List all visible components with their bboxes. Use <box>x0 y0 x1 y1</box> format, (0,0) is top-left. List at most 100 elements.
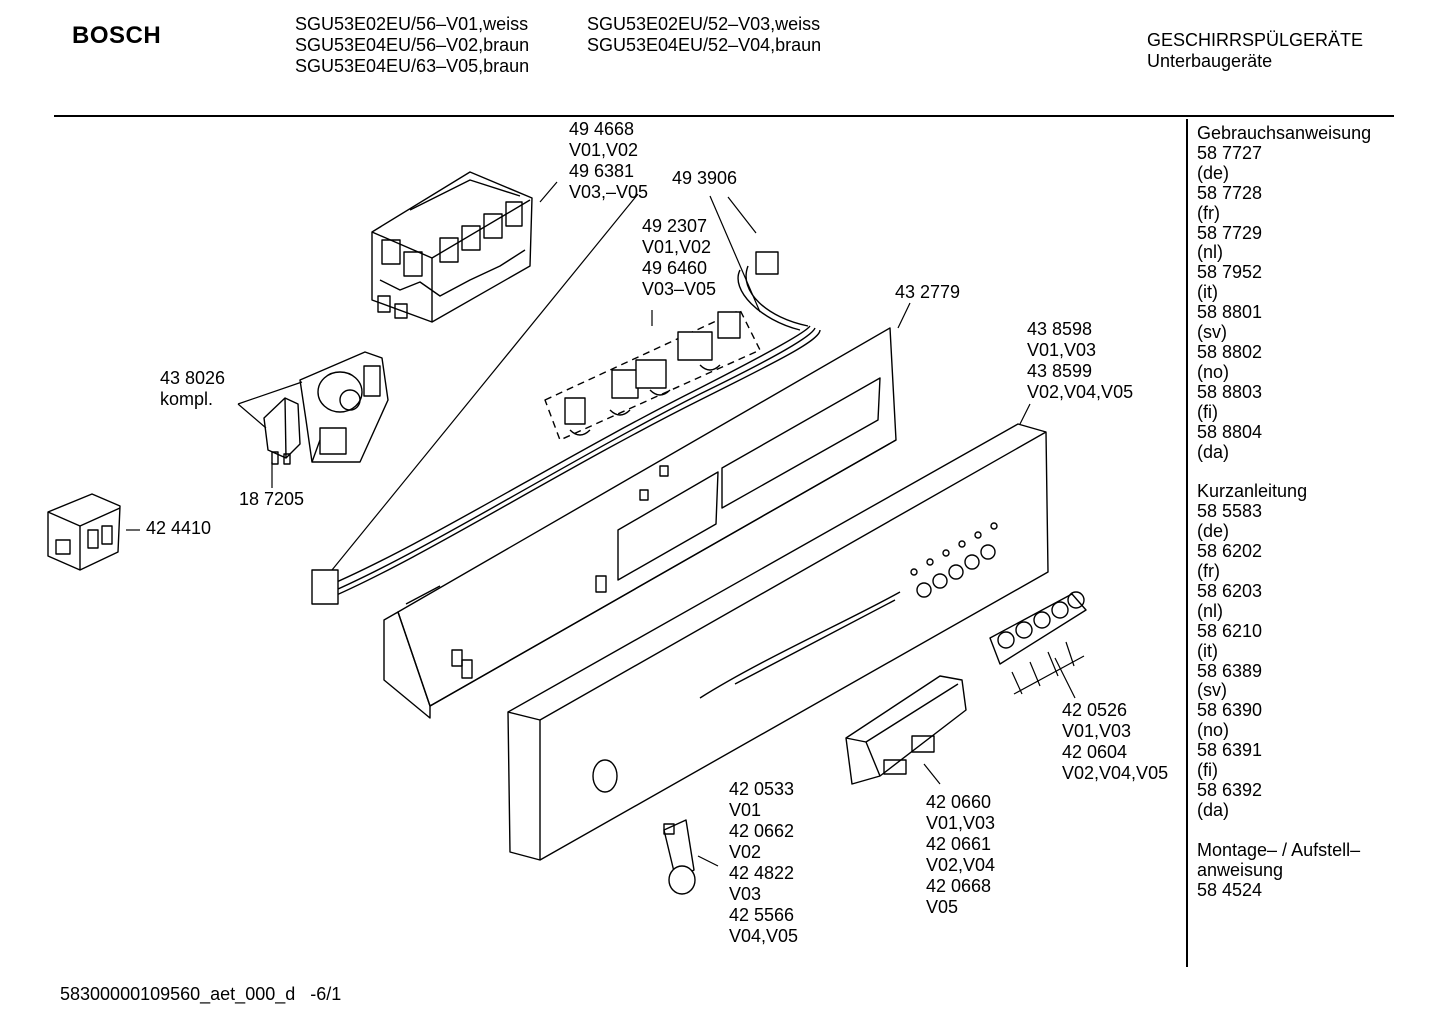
doc-line: (nl) <box>1197 242 1223 263</box>
doc-line: 58 8803 <box>1197 381 1263 402</box>
callout-relay: 42 4410 <box>146 518 211 539</box>
callout-line: V03–V05 <box>642 279 717 299</box>
callout-connectors: 49 2307 V01,V02 49 6460 V03–V05 <box>642 216 716 300</box>
callout-line: 42 0660 <box>926 792 992 812</box>
knob-part <box>663 819 696 895</box>
callout-control-module: 49 4668 V01,V02 49 6381 V03,–V05 <box>569 119 648 203</box>
callout-line: V01 <box>729 800 762 820</box>
doc-line: 58 8801 <box>1197 302 1263 323</box>
callout-line: 43 2779 <box>895 282 961 302</box>
doc-line: (nl) <box>1197 600 1223 621</box>
callout-knob: 42 0533 V01 42 0662 V02 42 4822 V03 42 5… <box>729 779 798 947</box>
callout-line: 42 4410 <box>146 518 212 538</box>
callout-line: V02,V04,V05 <box>1062 763 1169 783</box>
callout-line: 43 8026 <box>160 368 226 388</box>
front-panel-part <box>507 423 1049 861</box>
callout-line: V05 <box>926 897 959 917</box>
doc-line: (de) <box>1197 521 1230 542</box>
doc-heading: Kurzanleitung <box>1197 481 1308 502</box>
doc-line: (de) <box>1197 162 1230 183</box>
document-id: 58300000109560_aet_000_d <box>60 984 296 1004</box>
callout-microswitch: 18 7205 <box>239 489 304 510</box>
model-line: SGU53E02EU/56–V01,weiss <box>295 14 529 34</box>
callout-line: 49 4668 <box>569 119 635 139</box>
category-title: GESCHIRRSPÜLGERÄTE <box>1147 30 1364 50</box>
callout-front-panel: 43 8598 V01,V03 43 8599 V02,V04,V05 <box>1027 319 1133 403</box>
doc-line: (sv) <box>1197 322 1227 343</box>
doc-group-kurzanleitung: Kurzanleitung 58 5583 (de) 58 6202 (fr) … <box>1197 482 1437 820</box>
doc-line: (fi) <box>1197 760 1218 781</box>
callout-cable: 49 3906 <box>672 168 737 189</box>
doc-line: (it) <box>1197 282 1218 303</box>
callout-line: 49 3906 <box>672 168 738 188</box>
brand-logo: BOSCH <box>72 22 162 49</box>
callout-line: 43 8598 <box>1027 319 1093 339</box>
doc-line: 58 5583 <box>1197 501 1263 522</box>
doc-line: (da) <box>1197 799 1230 820</box>
buttons-part <box>989 591 1087 665</box>
control-module-part <box>371 171 533 323</box>
model-line: SGU53E04EU/56–V02,braun <box>295 35 530 55</box>
doc-line: (fi) <box>1197 401 1218 422</box>
doc-group-montage: Montage– / Aufstell– anweisung 58 4524 <box>1197 839 1437 901</box>
callout-line: 42 0662 <box>729 821 795 841</box>
panel-frame-part <box>383 327 897 719</box>
connectors-part <box>544 309 761 441</box>
callout-line: V01,V02 <box>569 140 639 160</box>
callout-line: 42 0533 <box>729 779 795 799</box>
model-line: SGU53E04EU/63–V05,braun <box>295 56 530 76</box>
callout-line: 42 0661 <box>926 834 992 854</box>
callout-line: 42 4822 <box>729 863 795 883</box>
doc-line: 58 8802 <box>1197 341 1263 362</box>
exploded-view-drawing <box>47 171 1087 895</box>
callout-line: 49 2307 <box>642 216 708 236</box>
callout-line: V01,V03 <box>926 813 996 833</box>
product-category: GESCHIRRSPÜLGERÄTE Unterbaugeräte <box>1147 30 1363 72</box>
header-divider <box>54 115 1394 117</box>
doc-line: 58 6203 <box>1197 580 1263 601</box>
callout-line: 42 5566 <box>729 905 795 925</box>
documentation-sidebar: Gebrauchsanweisung 58 7727 (de) 58 7728 … <box>1197 123 1437 901</box>
doc-line: (da) <box>1197 441 1230 462</box>
footer: 58300000109560_aet_000_d -6/1 <box>60 984 341 1005</box>
leader-lines <box>126 181 1085 867</box>
microswitch-part <box>263 397 301 465</box>
callout-line: 43 8599 <box>1027 361 1093 381</box>
doc-line: 58 8804 <box>1197 421 1263 442</box>
callout-line: 42 0526 <box>1062 700 1128 720</box>
doc-line: 58 6390 <box>1197 700 1263 721</box>
callout-line: V02,V04 <box>926 855 996 875</box>
doc-line: 58 7727 <box>1197 142 1263 163</box>
callout-line: V01,V03 <box>1027 340 1097 360</box>
handle-part <box>845 675 967 785</box>
doc-line: 58 7728 <box>1197 182 1263 203</box>
doc-line: 58 7952 <box>1197 262 1263 283</box>
model-line: SGU53E04EU/52–V04,braun <box>587 35 822 55</box>
doc-line: 58 6391 <box>1197 740 1263 761</box>
callout-panel-frame: 43 2779 <box>895 282 960 303</box>
doc-line: (it) <box>1197 640 1218 661</box>
doc-line: 58 6389 <box>1197 660 1263 681</box>
doc-line: (no) <box>1197 361 1230 382</box>
doc-line: 58 6210 <box>1197 620 1263 641</box>
doc-heading: Gebrauchsanweisung <box>1197 123 1372 143</box>
page-number: -6/1 <box>310 984 342 1004</box>
callout-line: V01,V03 <box>1062 721 1132 741</box>
doc-line: (no) <box>1197 720 1230 741</box>
callout-line: V03,–V05 <box>569 182 649 202</box>
doc-line: 58 6202 <box>1197 541 1263 562</box>
doc-line: (fr) <box>1197 561 1220 582</box>
switch-assembly-part <box>299 351 389 463</box>
callout-line: V02 <box>729 842 762 862</box>
callout-line: 49 6381 <box>569 161 635 181</box>
wiring-harness-part <box>311 251 821 605</box>
doc-group-gebrauchsanweisung: Gebrauchsanweisung 58 7727 (de) 58 7728 … <box>1197 123 1437 462</box>
model-list-right: SGU53E02EU/52–V03,weiss SGU53E04EU/52–V0… <box>587 14 821 56</box>
callout-line: V03 <box>729 884 762 904</box>
callout-line: 42 0604 <box>1062 742 1128 762</box>
doc-line: (sv) <box>1197 680 1227 701</box>
doc-line: anweisung <box>1197 859 1284 880</box>
doc-heading: Montage– / Aufstell– <box>1197 839 1361 860</box>
category-subtitle: Unterbaugeräte <box>1147 51 1273 71</box>
model-list-left: SGU53E02EU/56–V01,weiss SGU53E04EU/56–V0… <box>295 14 529 77</box>
